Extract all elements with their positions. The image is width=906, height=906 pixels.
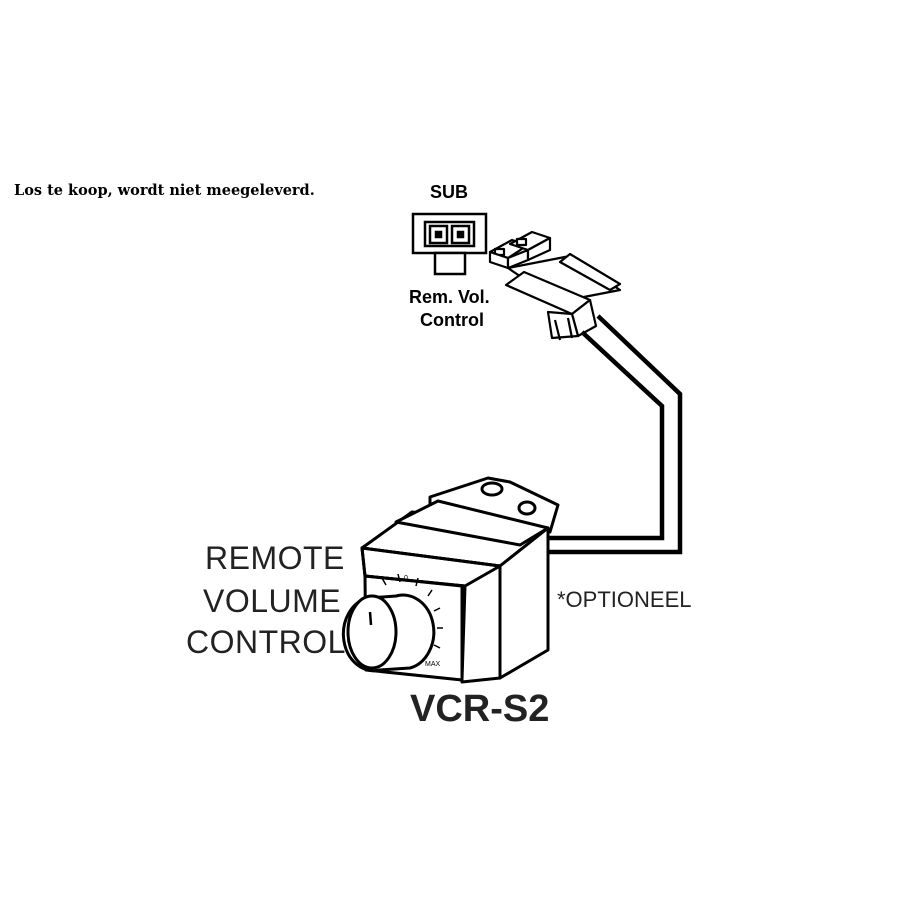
- volume-knob: [341, 593, 436, 673]
- plug-connector-icon: [488, 230, 622, 341]
- product-name-line1: REMOTE: [205, 540, 345, 576]
- dial-max-label: MAX: [425, 661, 441, 668]
- sub-port-icon: [411, 212, 488, 276]
- product-name-line3: CONTROL: [186, 624, 346, 660]
- sub-port-label: SUB: [430, 182, 469, 202]
- connector-caption-line1: Rem. Vol.: [409, 287, 490, 307]
- dial-zero-label: 0: [404, 575, 408, 582]
- optional-tag: *OPTIONEEL: [557, 587, 692, 612]
- product-name-line2: VOLUME: [203, 583, 342, 619]
- availability-note: Los te koop, wordt niet meegeleverd.: [14, 182, 315, 199]
- connector-caption-line2: Control: [420, 310, 484, 330]
- dial-scale: [381, 573, 443, 649]
- model-number: VCR-S2: [410, 688, 550, 730]
- cable: [548, 314, 683, 555]
